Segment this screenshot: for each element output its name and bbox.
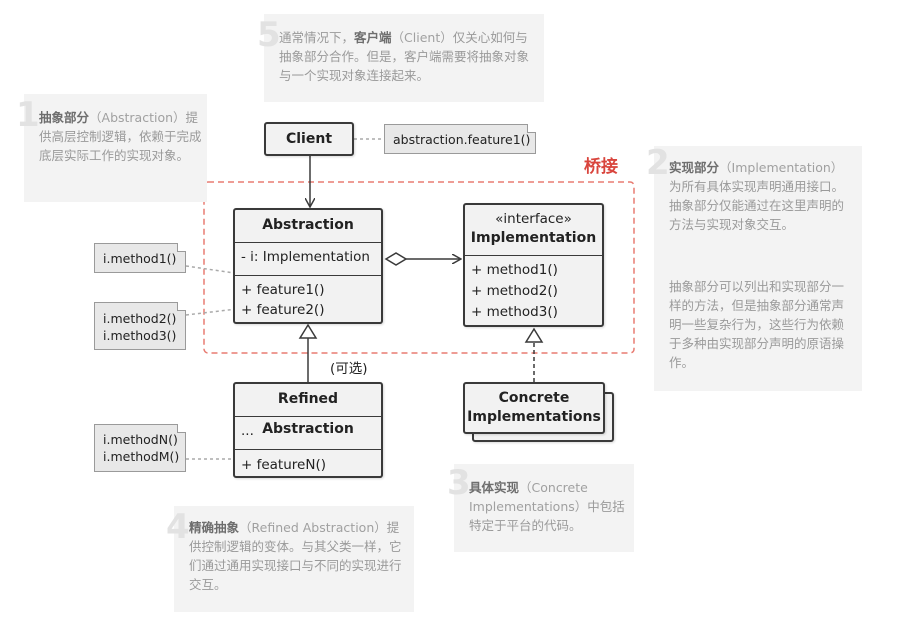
annotation-number-3: 3: [447, 463, 471, 503]
annotation-number-2: 2: [646, 143, 670, 183]
implementation-header: «interface» Implementation: [465, 205, 602, 255]
refined-inheritance-triangle: [298, 323, 318, 339]
refined-abstraction-fields: ...: [235, 416, 381, 449]
annotation-3-title: 具体实现: [469, 480, 520, 495]
abstraction-class-name: Abstraction: [262, 217, 354, 233]
bridge-label: 桥接: [584, 157, 618, 177]
feature1-note-link: [185, 265, 263, 278]
annotation-text-2: 实现部分（Implementation） 为所有具体实现声明通用接口。抽象部分仅能…: [669, 158, 855, 234]
concrete-implementations-class[interactable]: Concrete Implementations: [463, 382, 605, 434]
annotation-4-body: 提供控制逻辑的变体。与其父类一样，它们通过通用实现接口与不同的实现进行交互。: [189, 520, 402, 592]
concrete-name-line1: Concrete: [498, 390, 570, 406]
annotation-card-3: 3 具体实现（Concrete Implementations）中包括特定于平台…: [447, 464, 634, 552]
client-note-text: abstraction.feature1(): [393, 132, 531, 147]
refined-abstraction-name: Refined Abstraction: [262, 391, 354, 437]
annotation-card-4: 4 精确抽象（Refined Abstraction）提供控制逻辑的变体。与其父…: [166, 506, 414, 612]
refined-abstraction-class[interactable]: Refined Abstraction ... + featureN(): [233, 382, 383, 478]
feature1-note: i.method1(): [94, 243, 186, 273]
abstraction-method-feature1: + feature1(): [241, 282, 325, 298]
implementation-methods: + method1() + method2() + method3(): [465, 255, 602, 327]
implementation-method-1: + method1(): [471, 262, 558, 278]
feature2-note-line1: i.method2(): [103, 311, 177, 326]
refined-abstraction-methods: + featureN(): [235, 449, 381, 479]
annotation-text-2b: 抽象部分可以列出和实现部分一样的方法，但是抽象部分通常声明一些复杂行为，这些行为…: [669, 279, 845, 370]
annotation-card-2: 2 实现部分（Implementation） 为所有具体实现声明通用接口。抽象部分…: [646, 146, 862, 391]
annotation-5-paren: （Client）: [391, 30, 453, 45]
annotation-card-5: 5 通常情况下，客户端（Client）仅关心如何与抽象部分合作。但是，客户端需要…: [257, 14, 544, 102]
annotation-2-title: 实现部分: [669, 160, 720, 175]
client-note: abstraction.feature1(): [384, 124, 536, 154]
annotation-number-4: 4: [166, 507, 190, 547]
annotation-text-5: 通常情况下，客户端（Client）仅关心如何与抽象部分合作。但是，客户端需要将抽…: [279, 28, 537, 85]
annotation-number-1: 1: [16, 95, 40, 135]
concrete-implementations-name: Concrete Implementations: [465, 384, 603, 427]
optional-label: (可选): [330, 361, 368, 377]
annotation-text-3: 具体实现（Concrete Implementations）中包括特定于平台的代…: [469, 478, 629, 535]
annotation-text-4: 精确抽象（Refined Abstraction）提供控制逻辑的变体。与其父类一…: [189, 518, 409, 594]
featureN-note-line2: i.methodM(): [103, 449, 180, 464]
implementation-method-2: + method2(): [471, 283, 558, 299]
feature1-note-text: i.method1(): [103, 251, 177, 266]
implementation-name: Implementation: [470, 230, 597, 246]
implementation-stereotype: «interface»: [495, 211, 572, 227]
concrete-name-line2: Implementations: [467, 409, 601, 425]
featureN-note-line1: i.methodN(): [103, 432, 178, 447]
abstraction-class[interactable]: Abstraction - i: Implementation + featur…: [233, 208, 383, 324]
annotation-1-body: 提供高层控制逻辑，依赖于完成底层实际工作的实现对象。: [39, 110, 202, 163]
annotation-4-paren: （Refined Abstraction）: [239, 520, 387, 535]
client-class[interactable]: Client: [264, 122, 354, 156]
abstraction-methods: + feature1() + feature2(): [235, 275, 381, 324]
feature2-note: i.method2() i.method3(): [94, 302, 186, 350]
concrete-realization-triangle: [524, 327, 544, 343]
annotation-5-body: 仅关心如何与抽象部分合作。但是，客户端需要将抽象对象与一个实现对象连接起来。: [279, 30, 530, 83]
refined-abstraction-method-featureN: + featureN(): [241, 457, 326, 473]
annotation-text-1: 抽象部分（Abstraction）提供高层控制逻辑，依赖于完成底层实际工作的实现…: [39, 108, 203, 165]
annotation-2-body: 为所有具体实现声明通用接口。抽象部分仅能通过在这里声明的方法与实现对象交互。: [669, 179, 845, 232]
implementation-interface[interactable]: «interface» Implementation + method1() +…: [463, 203, 604, 327]
annotation-4-title: 精确抽象: [189, 520, 240, 535]
aggregation-diamond: [384, 252, 408, 266]
abstraction-fields: - i: Implementation: [235, 242, 381, 275]
implementation-method-3: + method3(): [471, 304, 558, 320]
feature2-note-link: [185, 305, 263, 316]
featureN-note: i.methodN() i.methodM(): [94, 424, 186, 472]
refined-abstraction-field: ...: [241, 423, 254, 439]
annotation-1-title: 抽象部分: [39, 110, 90, 125]
annotation-card-1: 1 抽象部分（Abstraction）提供高层控制逻辑，依赖于完成底层实际工作的…: [16, 94, 207, 202]
annotation-2-paren: （Implementation）: [719, 160, 844, 175]
annotation-3-paren: （Concrete Implementations）: [469, 480, 588, 514]
abstraction-field: - i: Implementation: [241, 249, 370, 265]
annotation-number-5: 5: [257, 15, 281, 55]
client-class-name: Client: [285, 131, 333, 147]
annotation-1-paren: （Abstraction）: [89, 110, 186, 125]
abstraction-method-feature2: + feature2(): [241, 302, 325, 318]
annotation-5-title: 客户端: [354, 30, 392, 45]
bridge-frame: [203, 181, 635, 354]
annotation-3-body: 中包括特定于平台的代码。: [469, 499, 625, 533]
annotation-5-pre: 通常情况下，: [279, 30, 355, 45]
feature2-note-line2: i.method3(): [103, 328, 177, 343]
